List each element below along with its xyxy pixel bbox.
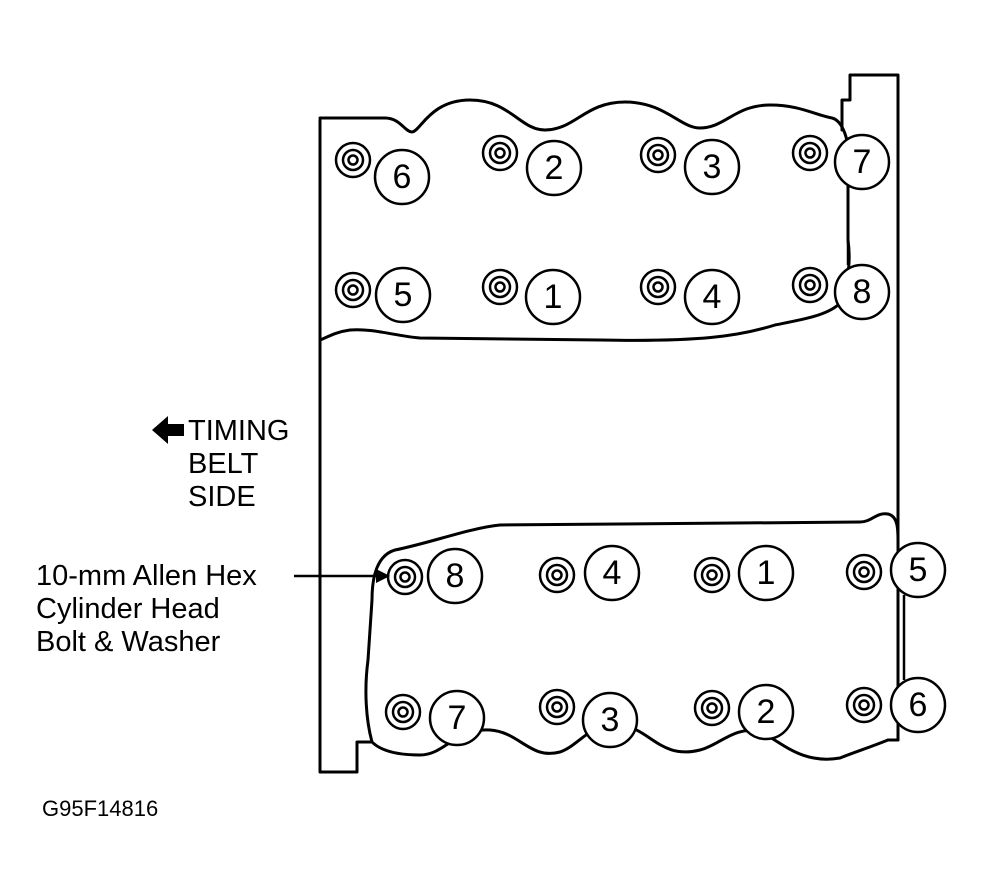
hex-bolt-icon — [481, 134, 519, 172]
sequence-marker: 1 — [524, 268, 582, 326]
callout-line-2: Cylinder Head — [36, 593, 220, 625]
sequence-marker: 8 — [833, 263, 891, 321]
sequence-marker: 4 — [583, 544, 641, 602]
sequence-marker: 6 — [889, 676, 947, 734]
figure-id: G95F14816 — [42, 796, 158, 821]
sequence-number: 1 — [757, 554, 776, 592]
sequence-number: 2 — [757, 693, 776, 731]
sequence-marker: 7 — [833, 133, 891, 191]
sequence-marker: 6 — [373, 148, 431, 206]
hex-bolt-icon — [538, 556, 576, 594]
sequence-number: 5 — [909, 551, 928, 589]
sequence-marker: 3 — [581, 691, 639, 749]
hex-bolt-icon — [791, 266, 829, 304]
timing-belt-side-label: TIMING BELT SIDE — [152, 415, 290, 513]
sequence-marker: 5 — [374, 266, 432, 324]
sequence-marker: 1 — [737, 544, 795, 602]
sequence-number: 1 — [544, 278, 563, 316]
hex-bolt-icon — [538, 688, 576, 726]
sequence-marker: 4 — [683, 268, 741, 326]
hex-bolt-icon — [384, 693, 422, 731]
sequence-number: 4 — [603, 554, 622, 592]
sequence-marker: 2 — [737, 683, 795, 741]
sequence-number: 4 — [703, 278, 722, 316]
hex-bolt-icon — [791, 134, 829, 172]
hex-bolt-icon — [334, 141, 372, 179]
timing-label-line-2: BELT — [188, 448, 259, 480]
hex-bolt-icon — [334, 271, 372, 309]
sequence-number: 6 — [909, 686, 928, 724]
bottom-head-sequence: 8 4 1 5 7 3 2 6 — [426, 541, 947, 749]
sequence-marker: 7 — [428, 689, 486, 747]
top-head-bolts — [334, 134, 829, 309]
sequence-marker: 8 — [426, 547, 484, 605]
hex-bolt-icon — [481, 268, 519, 306]
hex-bolt-icon — [639, 136, 677, 174]
hex-bolt-icon — [639, 268, 677, 306]
sequence-number: 2 — [545, 149, 564, 187]
sequence-marker: 2 — [525, 139, 583, 197]
sequence-number: 3 — [703, 148, 722, 186]
engine-block-outline — [318, 73, 900, 774]
top-head-sequence: 6 2 3 7 5 1 4 8 — [373, 133, 891, 326]
bottom-head-bolts — [384, 553, 883, 731]
hex-bolt-icon — [845, 686, 883, 724]
callout-line-1: 10-mm Allen Hex — [36, 560, 257, 592]
callout-arrowhead — [376, 569, 390, 583]
sequence-number: 5 — [394, 276, 413, 314]
sequence-marker: 3 — [683, 138, 741, 196]
sequence-number: 7 — [853, 143, 872, 181]
hex-bolt-icon — [693, 689, 731, 727]
top-cylinder-head-outline — [318, 98, 851, 342]
bottom-cylinder-head-outline — [364, 512, 900, 761]
sequence-number: 8 — [446, 557, 465, 595]
hex-bolt-icon — [845, 553, 883, 591]
sequence-marker: 5 — [889, 541, 947, 599]
sequence-number: 7 — [448, 699, 467, 737]
callout-line-3: Bolt & Washer — [36, 626, 221, 658]
timing-label-line-3: SIDE — [188, 481, 256, 513]
left-arrow-icon — [152, 416, 184, 444]
sequence-number: 3 — [601, 701, 620, 739]
hex-bolt-icon — [693, 556, 731, 594]
hex-bolt-icon — [386, 558, 424, 596]
sequence-number: 6 — [393, 158, 412, 196]
timing-label-line-1: TIMING — [188, 415, 290, 447]
sequence-number: 8 — [853, 273, 872, 311]
allen-bolt-callout: 10-mm Allen Hex Cylinder Head Bolt & Was… — [36, 560, 390, 658]
